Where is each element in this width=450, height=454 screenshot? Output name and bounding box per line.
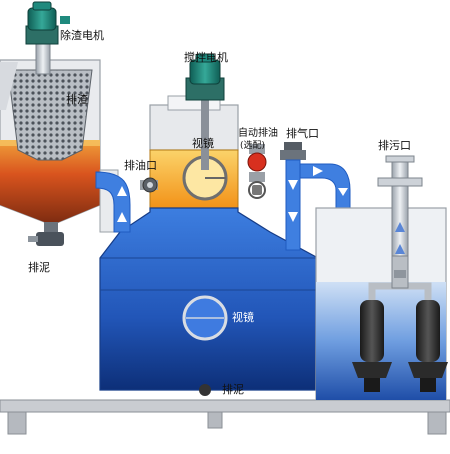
oil-drain-valve [140, 177, 158, 193]
label-slag-motor: 除渣电机 [60, 29, 104, 42]
label-auto-oil-drain: 自动排油 [238, 128, 278, 139]
label-sight-glass-top: 视镜 [192, 137, 214, 150]
label-slag-discharge: 排渣 [66, 93, 88, 106]
label-sewage-outlet: 排污口 [378, 139, 411, 152]
vent-and-transfer-pipe [280, 142, 351, 251]
label-sight-glass-main: 视镜 [232, 311, 254, 324]
mixer-motor [185, 53, 225, 101]
label-optional: (选配) [240, 141, 266, 151]
submersible-pump-right [408, 300, 448, 392]
base-leg-right [427, 411, 447, 435]
base-leg-middle [207, 411, 223, 429]
slag-tank [0, 39, 101, 246]
label-vent: 排气口 [286, 127, 319, 140]
label-mixer-motor: 搅拌电机 [184, 51, 228, 64]
mud-drain-bottom [199, 384, 211, 396]
auto-oil-drain-device [247, 144, 267, 199]
label-mud-bottom: 排泥 [222, 383, 244, 396]
middle-tank [99, 95, 319, 396]
base-leg-left [7, 411, 27, 435]
label-mud-left: 排泥 [28, 261, 50, 274]
slag-motor [25, 1, 70, 45]
inflow-channel [95, 169, 131, 233]
base-frame [0, 399, 450, 413]
submersible-pump-left [352, 300, 392, 392]
label-oil-drain-port: 排油口 [124, 159, 157, 172]
mud-valve-left [36, 232, 64, 246]
